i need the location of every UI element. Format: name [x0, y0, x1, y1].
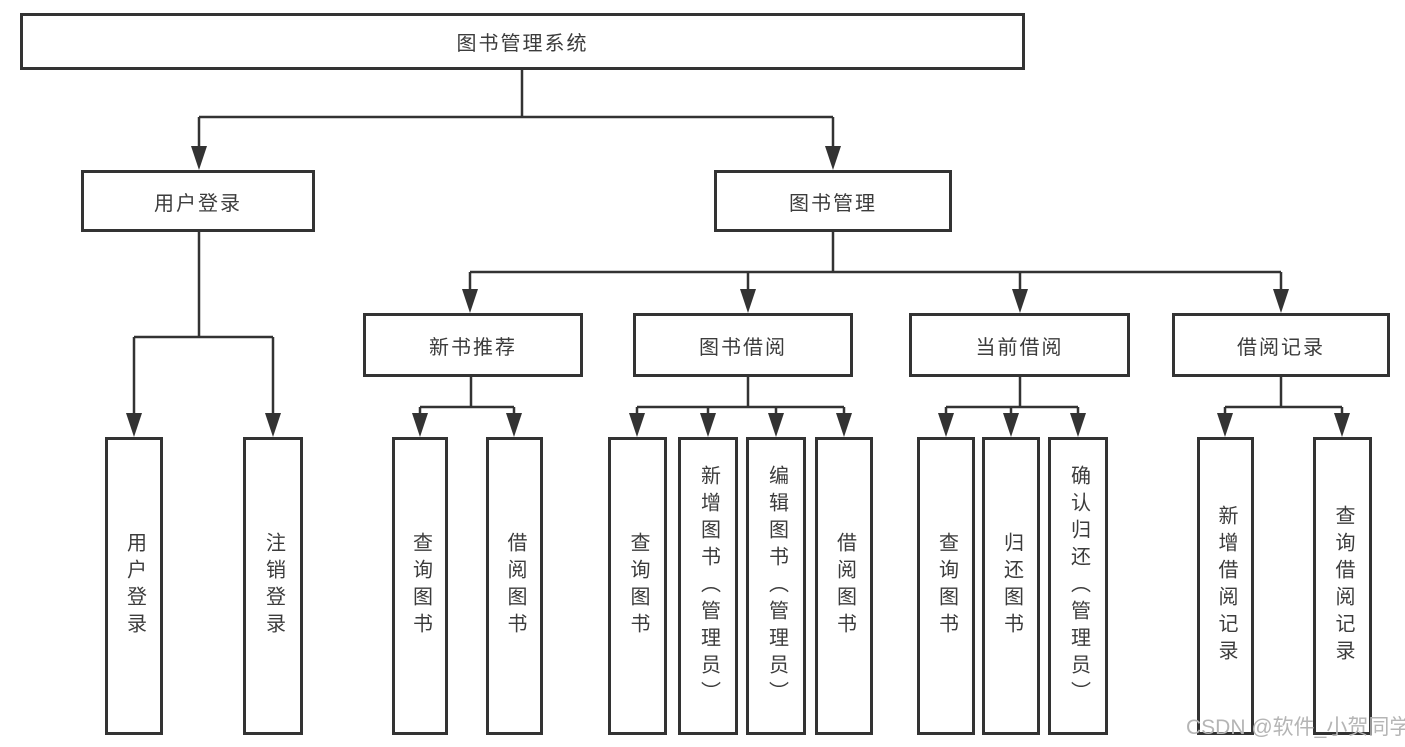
- leaf-user-login: 用户登录: [105, 437, 163, 735]
- node-borrow-record: 借阅记录: [1172, 313, 1390, 377]
- leaf-label: 查询借阅记录: [1332, 505, 1354, 667]
- node-user-login: 用户登录: [81, 170, 315, 232]
- leaf-label: 注销登录: [262, 532, 285, 640]
- node-book-borrow: 图书借阅: [633, 313, 853, 377]
- node-root-library-system: 图书管理系统: [20, 13, 1025, 70]
- leaf-query-books-1: 查询图书: [392, 437, 448, 735]
- leaf-query-books-2: 查询图书: [608, 437, 667, 735]
- leaf-borrow-books-2: 借阅图书: [815, 437, 873, 735]
- leaf-label: 新增图书（管理员）: [697, 464, 720, 708]
- leaf-label: 查询图书: [409, 532, 432, 640]
- leaf-label: 借阅图书: [504, 532, 526, 640]
- leaf-confirm-return-admin: 确认归还（管理员）: [1048, 437, 1108, 735]
- leaf-label: 查询图书: [935, 532, 958, 640]
- leaf-return-books: 归还图书: [982, 437, 1040, 735]
- node-current-borrow: 当前借阅: [909, 313, 1130, 377]
- leaf-query-books-3: 查询图书: [917, 437, 975, 735]
- leaf-label: 用户登录: [123, 532, 146, 640]
- leaf-add-borrow-record: 新增借阅记录: [1197, 437, 1254, 735]
- csdn-watermark: CSDN @软件_小贺同学: [1186, 716, 1405, 739]
- leaf-add-books-admin: 新增图书（管理员）: [678, 437, 738, 735]
- node-new-book-recommend: 新书推荐: [363, 313, 583, 377]
- leaf-edit-books-admin: 编辑图书（管理员）: [746, 437, 806, 735]
- leaf-label: 归还图书: [1000, 532, 1023, 640]
- leaf-query-borrow-record: 查询借阅记录: [1313, 437, 1372, 735]
- leaf-label: 借阅图书: [833, 532, 856, 640]
- leaf-borrow-books-1: 借阅图书: [486, 437, 543, 735]
- leaf-label: 确认归还（管理员）: [1067, 464, 1090, 708]
- leaf-label: 编辑图书（管理员）: [765, 464, 788, 708]
- leaf-logout: 注销登录: [243, 437, 303, 735]
- leaf-label: 新增借阅记录: [1215, 505, 1237, 667]
- leaf-label: 查询图书: [627, 532, 649, 640]
- node-book-management: 图书管理: [714, 170, 952, 232]
